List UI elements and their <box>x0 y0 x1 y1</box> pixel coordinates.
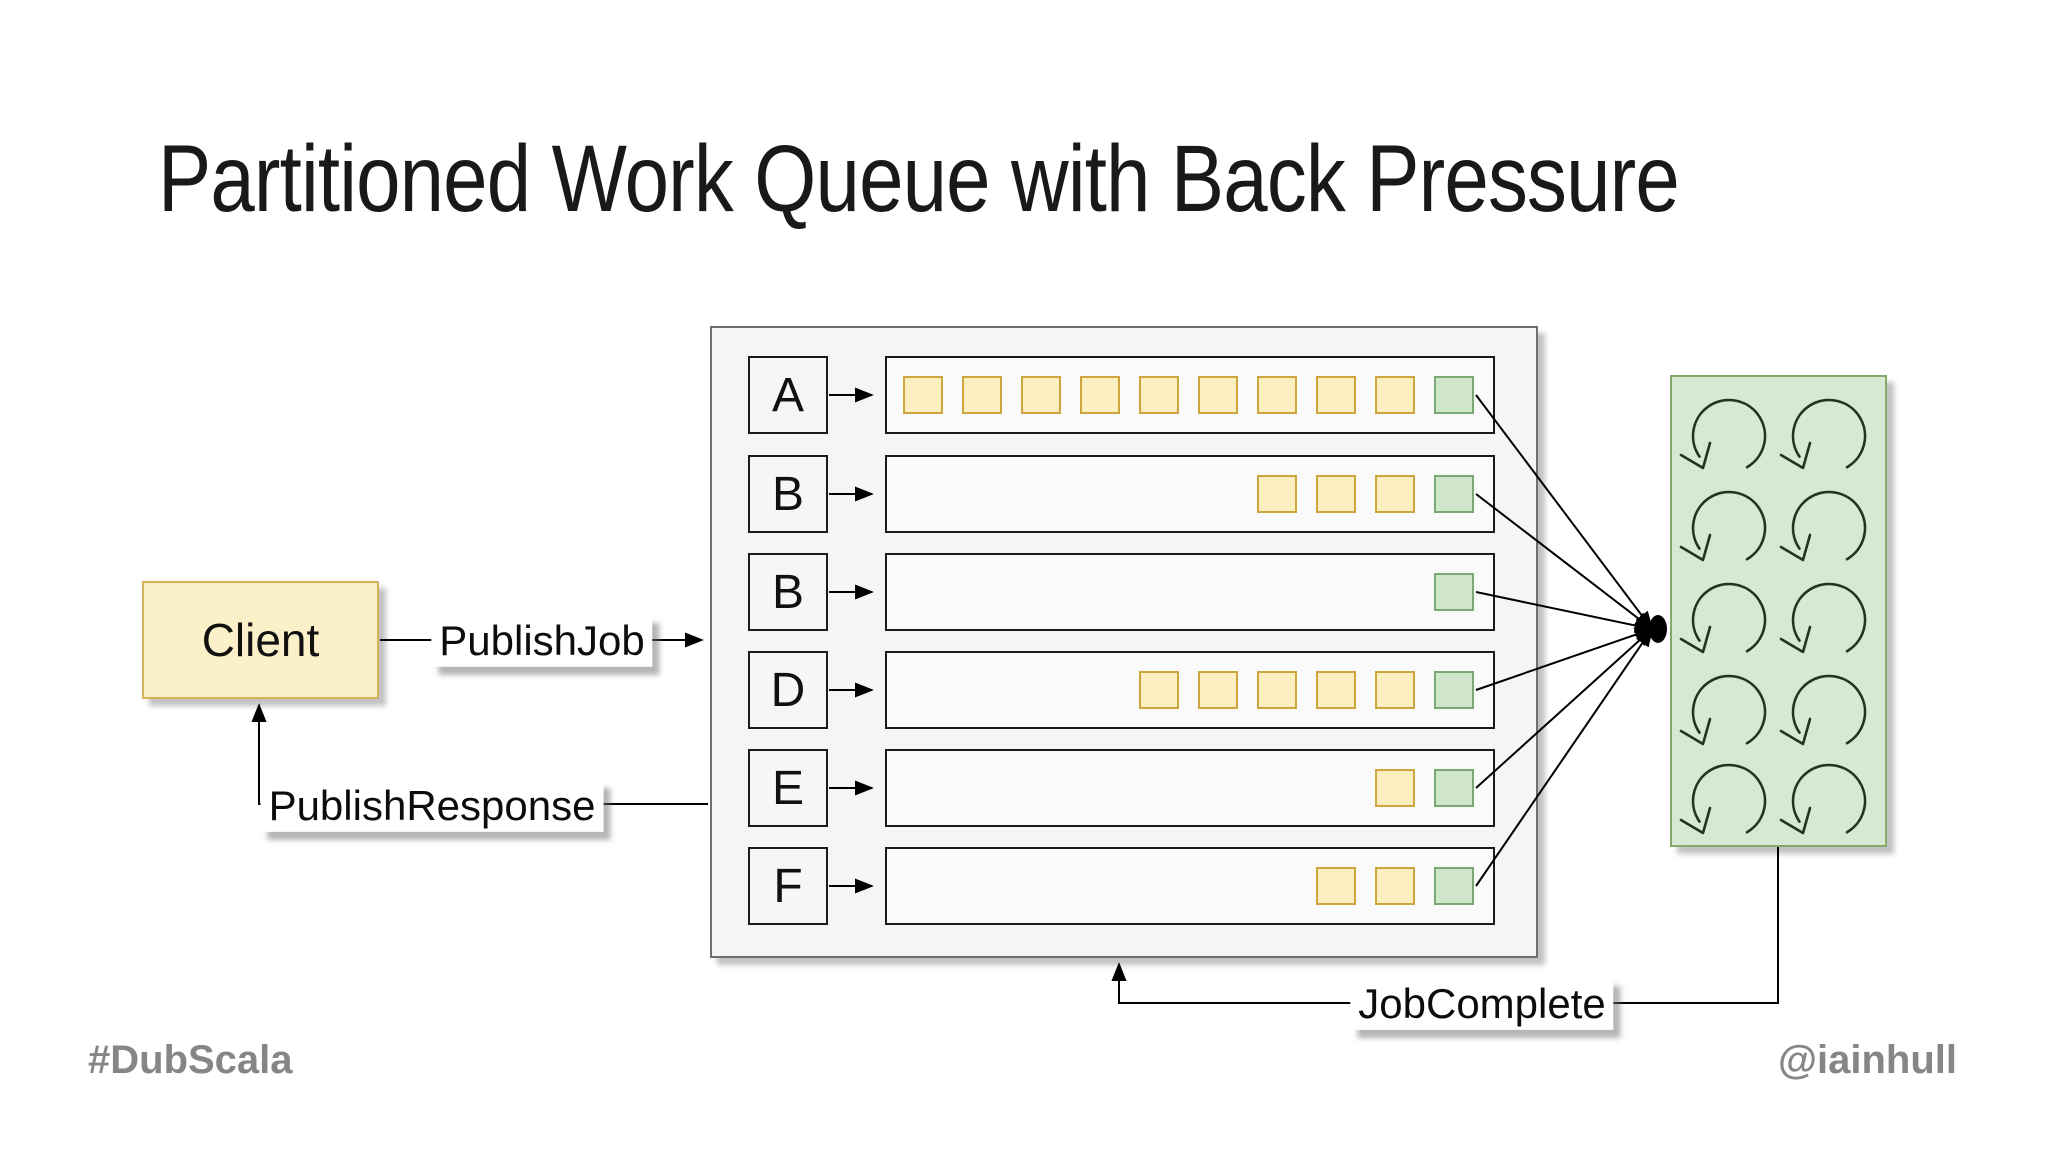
queue-slot-pending <box>1139 376 1179 414</box>
queue-slot-pending <box>1021 376 1061 414</box>
footer-hashtag: #DubScala <box>88 1038 293 1082</box>
queue-slot-pending <box>1375 769 1415 807</box>
queue-slot-pending <box>1316 475 1356 513</box>
queue-slot-pending <box>1257 376 1297 414</box>
partition-label-box: B <box>748 455 828 533</box>
queue-slot-pending <box>1257 671 1297 709</box>
publish-response-label: PublishResponse <box>260 779 604 833</box>
queue-slot-pending <box>1375 475 1415 513</box>
queue-slot-pending <box>1375 376 1415 414</box>
partition-label-box: B <box>748 553 828 631</box>
client-label: Client <box>201 614 320 666</box>
queue-slot-active <box>1434 671 1474 709</box>
job-complete-label: JobComplete <box>1350 977 1614 1031</box>
partition-label-box: F <box>748 847 828 925</box>
partition-label-box: D <box>748 651 828 729</box>
queue-slot-active <box>1434 867 1474 905</box>
queue-slot-pending <box>1375 867 1415 905</box>
partition-label-box: E <box>748 749 828 827</box>
queue-slot-active <box>1434 573 1474 611</box>
queue-slot-pending <box>1257 475 1297 513</box>
queue-slot-active <box>1434 376 1474 414</box>
worker-pool-box <box>1670 375 1887 847</box>
queue-slot-active <box>1434 475 1474 513</box>
fan-in-dot <box>1649 615 1667 643</box>
queue-slot-pending <box>1375 671 1415 709</box>
queue-slot-pending <box>1080 376 1120 414</box>
queue-slot-pending <box>1316 671 1356 709</box>
queue-lane <box>885 553 1495 631</box>
queue-slot-pending <box>1316 867 1356 905</box>
publish-job-label: PublishJob <box>431 614 653 668</box>
queue-slot-pending <box>1198 376 1238 414</box>
queue-slot-pending <box>1139 671 1179 709</box>
client-box: Client <box>142 581 379 699</box>
slide-title: Partitioned Work Queue with Back Pressur… <box>158 126 1680 232</box>
queue-slot-pending <box>962 376 1002 414</box>
footer-handle: @iainhull <box>1777 1038 1957 1082</box>
queue-slot-active <box>1434 769 1474 807</box>
queue-slot-pending <box>1198 671 1238 709</box>
partition-label-box: A <box>748 356 828 434</box>
queue-lane <box>885 749 1495 827</box>
queue-slot-pending <box>903 376 943 414</box>
queue-slot-pending <box>1316 376 1356 414</box>
